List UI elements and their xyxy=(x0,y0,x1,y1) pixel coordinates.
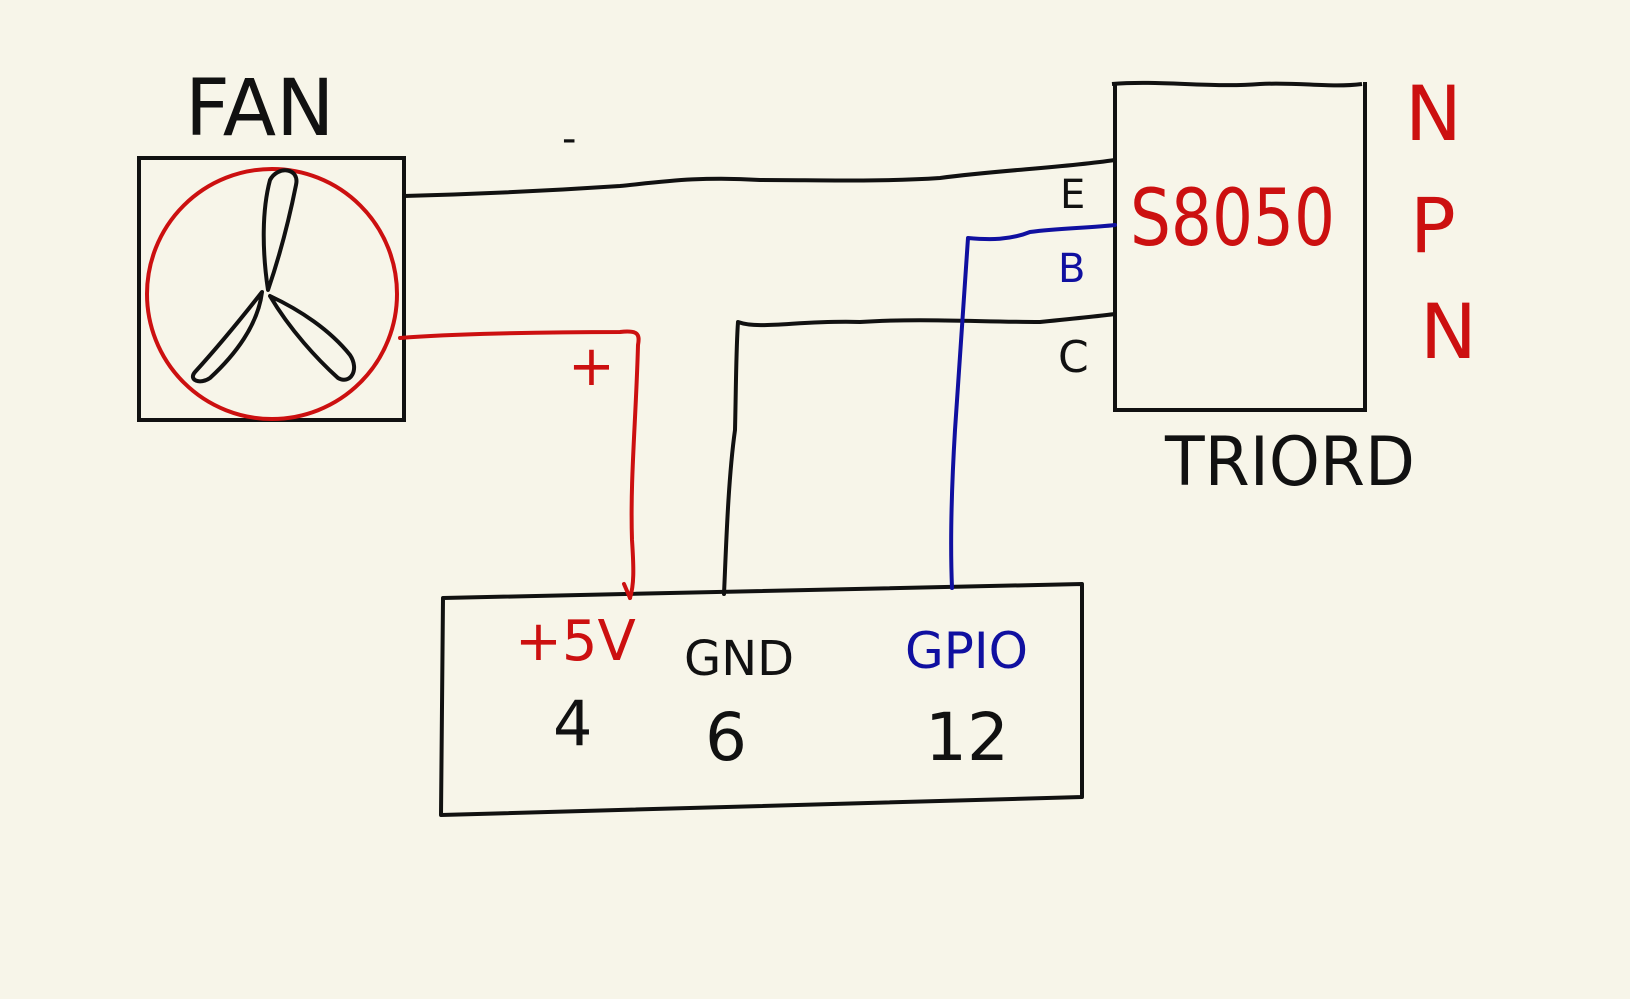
transistor-top-edge xyxy=(1111,80,1363,88)
board-pin-5v-name: +5V xyxy=(515,609,636,674)
fan-plus-label: + xyxy=(568,334,615,399)
wire-collector-to-gnd xyxy=(722,312,1117,596)
fan-blade xyxy=(190,290,264,384)
board-body xyxy=(439,582,1084,817)
transistor-part-label: S8050 xyxy=(1130,174,1335,264)
board-pin-gpio-name: GPIO xyxy=(905,622,1028,680)
arrow-5v xyxy=(622,582,632,600)
pin-e-label: E xyxy=(1060,172,1085,218)
wire-fan-plus-to-5v xyxy=(398,329,641,600)
pin-b-label: B xyxy=(1058,246,1085,292)
fan-blade xyxy=(261,168,299,292)
type-letter-2: P xyxy=(1410,181,1456,270)
wires xyxy=(398,158,1117,600)
transistor-body xyxy=(1113,82,1367,412)
fan-blade xyxy=(268,294,357,382)
board-pin-gpio-number: 12 xyxy=(925,699,1009,776)
wire-fan-minus-to-emitter xyxy=(402,158,1117,198)
type-letter-3: N xyxy=(1420,287,1477,376)
board-pin-gnd-name: GND xyxy=(684,631,794,687)
transistor-brand-label: TRIORD xyxy=(1164,423,1415,502)
fan-unit: FAN - + xyxy=(137,64,615,422)
wire-base-to-gpio xyxy=(949,223,1117,590)
type-letter-1: N xyxy=(1405,69,1462,158)
board-unit: +5V 4 GND 6 GPIO 12 xyxy=(439,582,1084,817)
board-pin-5v-number: 4 xyxy=(553,687,592,760)
fan-icon xyxy=(145,167,399,421)
transistor-unit: S8050 E B C TRIORD N P N xyxy=(1058,69,1477,502)
fan-ring xyxy=(145,167,399,421)
fan-title: FAN xyxy=(185,64,334,154)
fan-minus-label: - xyxy=(562,116,576,162)
board-pin-gnd-number: 6 xyxy=(705,699,747,776)
pin-c-label: C xyxy=(1058,332,1089,383)
